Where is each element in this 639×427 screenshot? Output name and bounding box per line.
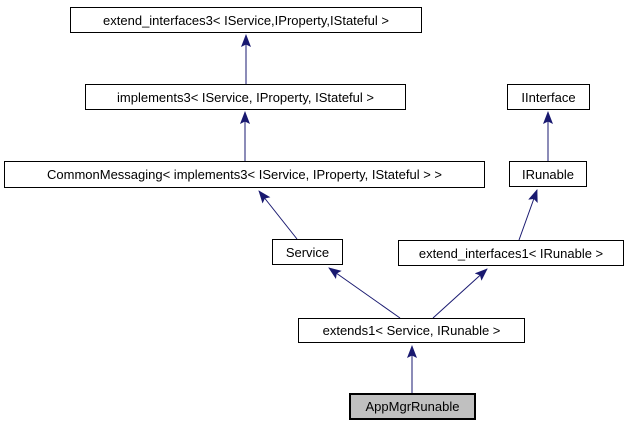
edge-extends1-to-service (328, 267, 401, 319)
edge-extends1-to-extend_interfaces1 (432, 268, 488, 319)
edge-service-to-commonmessaging (258, 190, 298, 240)
class-node-commonmessaging[interactable]: CommonMessaging< implements3< IService, … (4, 161, 485, 188)
class-node-implements3[interactable]: implements3< IService, IProperty, IState… (85, 84, 406, 110)
class-node-extend_interfaces1[interactable]: extend_interfaces1< IRunable > (398, 240, 624, 266)
class-node-irunable[interactable]: IRunable (509, 161, 587, 187)
class-node-iinterface[interactable]: IInterface (507, 84, 590, 110)
class-node-extend_interfaces3[interactable]: extend_interfaces3< IService,IProperty,I… (70, 7, 422, 33)
class-node-service[interactable]: Service (272, 239, 343, 265)
class-node-appmgrrunable-focus: AppMgrRunable (349, 393, 476, 420)
class-node-extends1[interactable]: extends1< Service, IRunable > (298, 318, 525, 343)
edge-extend_interfaces1-to-irunable (518, 189, 538, 241)
